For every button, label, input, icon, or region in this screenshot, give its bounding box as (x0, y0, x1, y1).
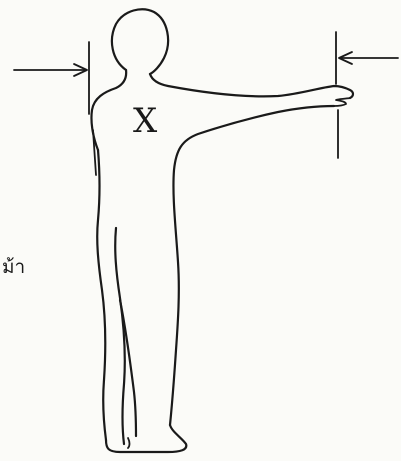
left-shoulder-outline (91, 70, 126, 150)
torso-left-edge (97, 150, 106, 440)
right-arm-lower-edge (170, 106, 334, 425)
chest-x-mark: X (133, 101, 158, 141)
side-label: ม้า (2, 258, 25, 277)
feet-outline (106, 425, 186, 452)
right-arm-upper-edge (150, 74, 353, 98)
hand-outline (334, 98, 350, 106)
left-leg-inner-edge (115, 228, 125, 444)
foot-detail (128, 438, 130, 448)
head-outline (112, 9, 168, 74)
